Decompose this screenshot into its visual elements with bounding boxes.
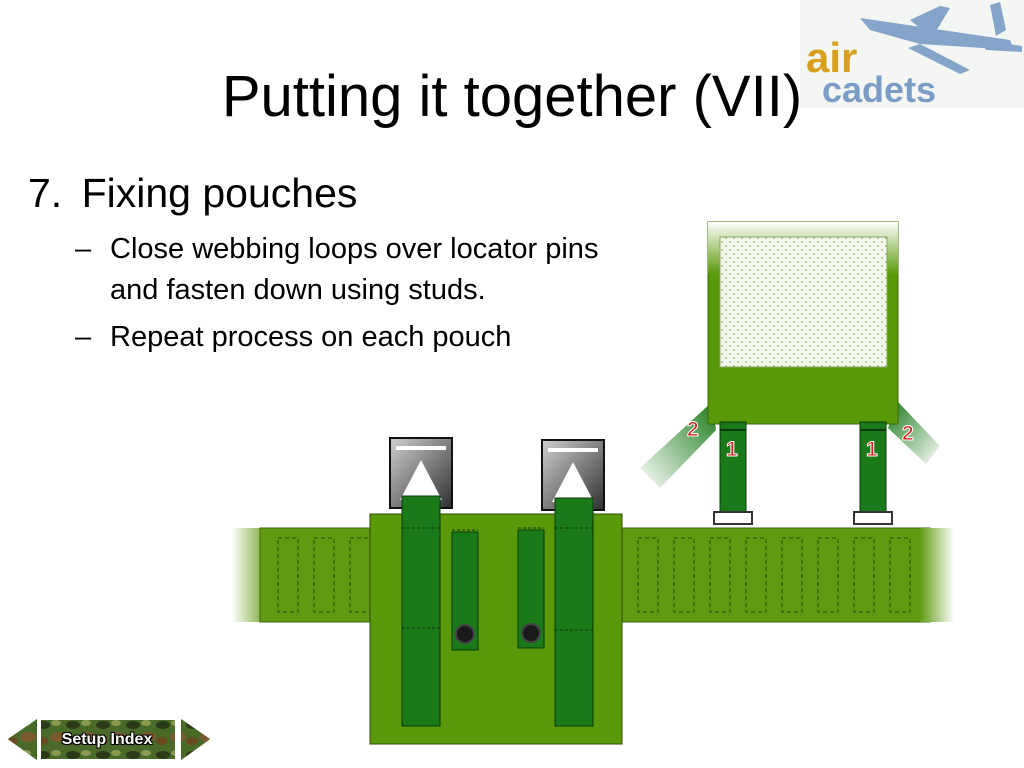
belt-slot [709,537,731,613]
section-number: 7. [28,170,63,216]
locator-straps [451,527,545,651]
logo-text-cadets: cadets [822,69,936,108]
bullet-item: – Repeat process on each pouch [75,317,635,358]
section-heading: 7. Fixing pouches [28,168,357,218]
belt-slot [349,537,371,613]
step-label: 1 [866,438,878,461]
belt-slot [277,537,299,613]
slide-title: Putting it together (VII) [221,64,803,129]
bullet-text: Repeat process on each pouch [110,321,512,353]
pouch-back-panel [369,513,623,745]
setup-index-nav[interactable] [6,717,212,762]
air-cadets-logo: air cadets [800,0,1024,108]
belt-slots [277,537,911,613]
bullet-list: – Close webbing loops over locator pins … [75,229,635,364]
belt-slot [637,537,659,613]
bullet-dash: – [75,321,92,353]
buckle-right [541,439,605,511]
section-heading-text: Fixing pouches [81,170,358,216]
setup-index-button[interactable] [39,718,177,761]
step-label: 2 [902,422,914,445]
setup-index-label[interactable]: Setup Index [61,731,153,748]
arrow-right-icon[interactable] [179,717,212,762]
belt [232,527,954,623]
step-label: 1 [726,438,738,461]
belt-slot [889,537,911,613]
aircraft-icon [860,2,1022,74]
belt-slot [781,537,803,613]
belt-slot [817,537,839,613]
buckle-left [389,437,453,509]
belt-slot [487,537,509,613]
belt-slot [601,537,623,613]
arrow-left-icon[interactable] [6,717,39,762]
belt-slot [673,537,695,613]
pouch-right [640,221,940,525]
step-labels: 2 1 1 2 [687,418,915,462]
belt-slot [745,537,767,613]
belt-slot [385,537,407,613]
belt-slot [313,537,335,613]
logo-text-air: air [806,34,857,81]
bullet-item: – Close webbing loops over locator pins … [75,229,635,311]
bullet-dash: – [75,233,92,265]
webbing-loops [401,495,594,727]
step-label: 2 [687,418,699,441]
bullet-text: Close webbing loops over locator pins an… [110,233,599,306]
belt-slot [853,537,875,613]
